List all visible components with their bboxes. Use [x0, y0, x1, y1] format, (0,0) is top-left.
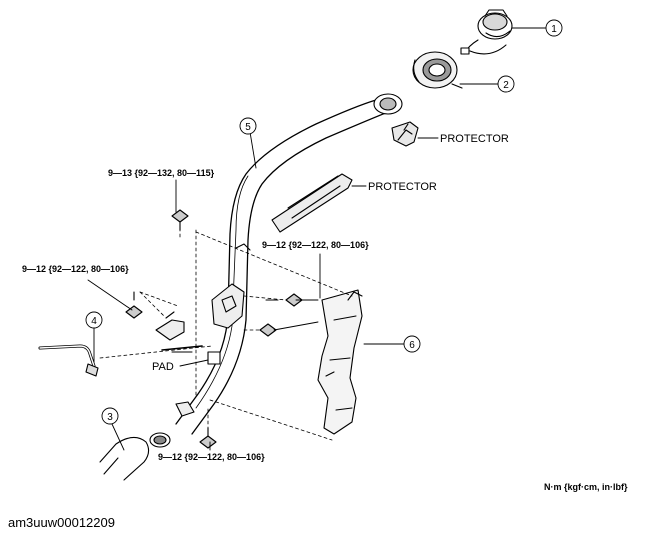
item-number-4: 4	[91, 316, 97, 327]
item-number-2: 2	[503, 80, 509, 91]
item-number-1: 1	[551, 24, 557, 35]
filler-ring-part	[412, 51, 463, 89]
image-caption: am3uuw00012209	[8, 515, 115, 530]
leader-lines	[87, 27, 547, 451]
fuel-filler-pipe-diagram: 1 2 3 4 5 6 PROTECTOR PROTECTOR PAD 9—13…	[22, 9, 628, 492]
item-number-6: 6	[409, 340, 415, 351]
assembly-dashed-lines	[99, 227, 353, 441]
bolt-upper-left	[171, 209, 189, 231]
bolt-bottom	[199, 427, 217, 449]
item-number-3: 3	[107, 412, 113, 423]
torque-left: 9—12 {92—122, 80—106}	[22, 264, 129, 274]
bolt-left	[125, 291, 143, 319]
torque-middle: 9—12 {92—122, 80—106}	[262, 240, 369, 250]
torque-units: N·m {kgf·cm, in·lbf}	[544, 482, 628, 492]
pad-label: PAD	[152, 361, 174, 373]
torque-upper-left: 9—13 {92—132, 80—115}	[108, 168, 215, 178]
bracket-assembly	[155, 311, 221, 417]
protector-shield-part	[271, 173, 353, 233]
filler-pipe-part	[175, 93, 403, 435]
protector-clip-part	[391, 121, 419, 147]
insulator-part	[317, 289, 363, 435]
fuel-cap-part	[460, 9, 513, 55]
filler-hose-part	[99, 432, 171, 481]
callout-circles	[85, 19, 563, 425]
protector-label-upper: PROTECTOR	[440, 133, 509, 145]
protector-label-lower: PROTECTOR	[368, 181, 437, 193]
item-number-5: 5	[245, 122, 251, 133]
torque-bottom: 9—12 {92—122, 80—106}	[158, 452, 265, 462]
breather-hose-part	[38, 344, 99, 377]
